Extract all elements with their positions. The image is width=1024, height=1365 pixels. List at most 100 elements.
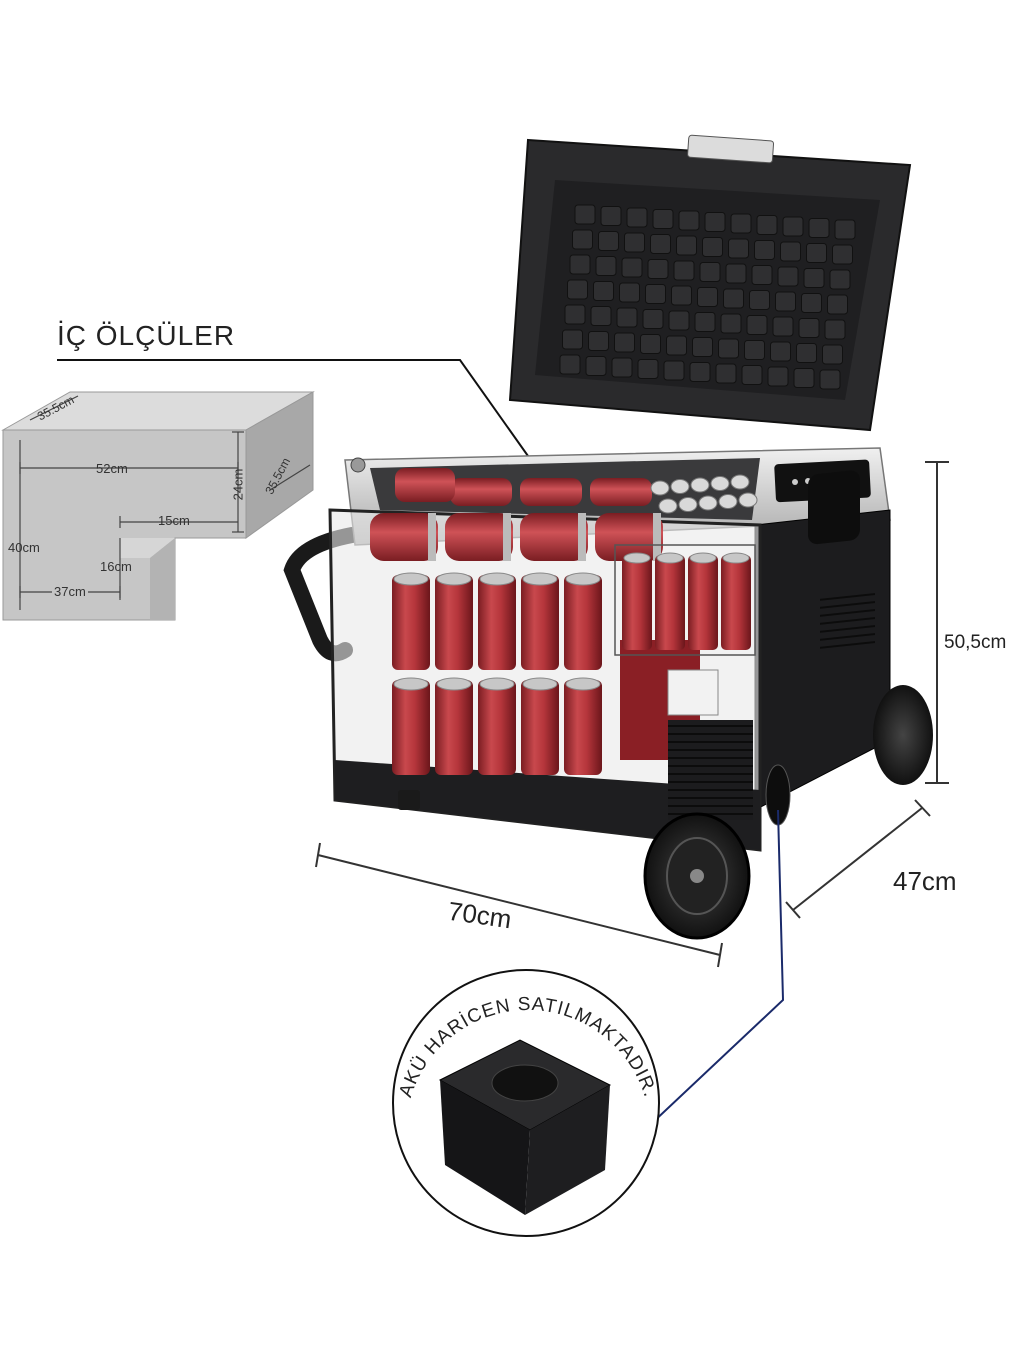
rear-wheel	[873, 685, 933, 785]
lid-grid	[559, 204, 856, 390]
lid-grid-cell	[559, 354, 581, 375]
lid-grid-cell	[692, 337, 713, 357]
lid-grid-cell	[676, 235, 697, 256]
small-cans	[650, 474, 758, 514]
can-side	[721, 555, 751, 650]
lid-grid-cell	[619, 282, 640, 303]
can-lid	[479, 677, 515, 691]
lid-grid-cell	[728, 238, 749, 259]
small-can	[658, 498, 678, 514]
outer-height-label: 50,5cm	[944, 632, 1007, 653]
can-lid	[479, 572, 515, 586]
can-vertical	[392, 680, 430, 775]
lid-grid-cell	[730, 213, 752, 234]
lid-grid-cell	[829, 269, 851, 290]
lid-grid-cell	[822, 344, 843, 365]
battery-callout-line	[631, 809, 785, 1143]
can-lid	[522, 677, 558, 691]
lid-grid-cell	[749, 290, 770, 310]
lid-grid-cell	[593, 281, 614, 301]
body-base	[335, 760, 760, 850]
can-rim	[428, 513, 436, 561]
can-vertical	[435, 575, 473, 670]
lid-grid-cell	[572, 229, 593, 250]
can-top	[395, 468, 455, 502]
can-side	[655, 555, 685, 650]
lid-grid-cell	[689, 362, 711, 382]
lid-grid-cell	[673, 260, 695, 281]
lid-grid-cell	[704, 212, 726, 232]
rim-hinge-dot	[350, 457, 366, 473]
lid-grid-cell	[715, 363, 737, 384]
lid-grid-cell	[754, 240, 775, 260]
box-step-side	[150, 538, 175, 620]
battery-inset: AKÜ HARİCEN SATILMAKTADIR.	[392, 969, 660, 1237]
can-lid	[623, 552, 651, 564]
lid-grid-cell	[827, 294, 848, 315]
can-rows	[370, 468, 751, 775]
can-lid	[393, 677, 429, 691]
can-top	[590, 478, 652, 506]
foot	[398, 790, 420, 810]
lid-grid-cell	[720, 313, 742, 334]
box-step-width-label: 15cm	[158, 513, 190, 528]
can-lid	[436, 677, 472, 691]
divider-panel	[667, 669, 719, 716]
body-right-side	[754, 509, 891, 811]
lid-grid-cell	[793, 368, 815, 388]
small-can	[738, 492, 758, 508]
lid-grid-cell	[725, 263, 747, 284]
can-horizontal	[370, 513, 438, 561]
box-total-height-label: 40cm	[8, 540, 40, 555]
lid-grid-cell	[806, 243, 827, 263]
lid-grid-cell	[832, 244, 853, 265]
lid-grid-cell	[588, 331, 609, 351]
lid-grid-cell	[718, 338, 739, 359]
lid-grid-cell	[780, 241, 801, 262]
lid-grid-cell	[772, 316, 794, 337]
lid-grid-cell	[616, 307, 638, 328]
can-rim	[578, 513, 586, 561]
lid-grid-cell	[569, 254, 591, 275]
box-width-top-label: 52cm	[96, 461, 128, 476]
small-can	[698, 495, 718, 511]
lid-grid-cell	[702, 237, 723, 257]
lid-grid-cell	[647, 259, 669, 279]
battery-side	[525, 1085, 610, 1215]
compressor-vent	[668, 720, 753, 820]
lid-grid-cell	[699, 262, 721, 282]
lid-grid-cell	[775, 291, 796, 312]
lid-grid-cell	[564, 304, 586, 325]
small-can	[678, 497, 698, 512]
lid-grid-cell	[637, 359, 659, 379]
lid-grid-cell	[562, 329, 583, 350]
small-can	[730, 474, 750, 490]
lid-grid-cell	[640, 334, 661, 354]
can-lid	[436, 572, 472, 586]
box-step-height-label: 16cm	[100, 559, 132, 574]
can-vertical	[478, 680, 516, 775]
lid-grid-cell	[652, 209, 674, 229]
can-vertical	[521, 575, 559, 670]
can-vertical	[392, 575, 430, 670]
small-can	[650, 480, 670, 496]
lid-grid-cell	[824, 319, 846, 340]
outer-depth-label: 47cm	[893, 866, 957, 896]
can-horizontal	[445, 513, 513, 561]
lid-grid-cell	[767, 366, 789, 387]
can-vertical	[564, 575, 602, 670]
lid-grid-cell	[782, 216, 804, 237]
can-side	[688, 555, 718, 650]
can-vertical	[478, 575, 516, 670]
lid-grid-cell	[697, 287, 718, 307]
outer-dimension-lines	[315, 461, 949, 968]
lid-grid-cell	[595, 256, 617, 276]
lid-grid-cell	[671, 285, 692, 306]
box-bottom-width-label: 37cm	[52, 584, 88, 599]
battery-cap	[491, 1064, 559, 1102]
lid-grid-cell	[777, 266, 799, 287]
lid-grid-cell	[666, 335, 687, 356]
small-can	[690, 477, 710, 493]
lid-grid-cell	[598, 231, 619, 251]
